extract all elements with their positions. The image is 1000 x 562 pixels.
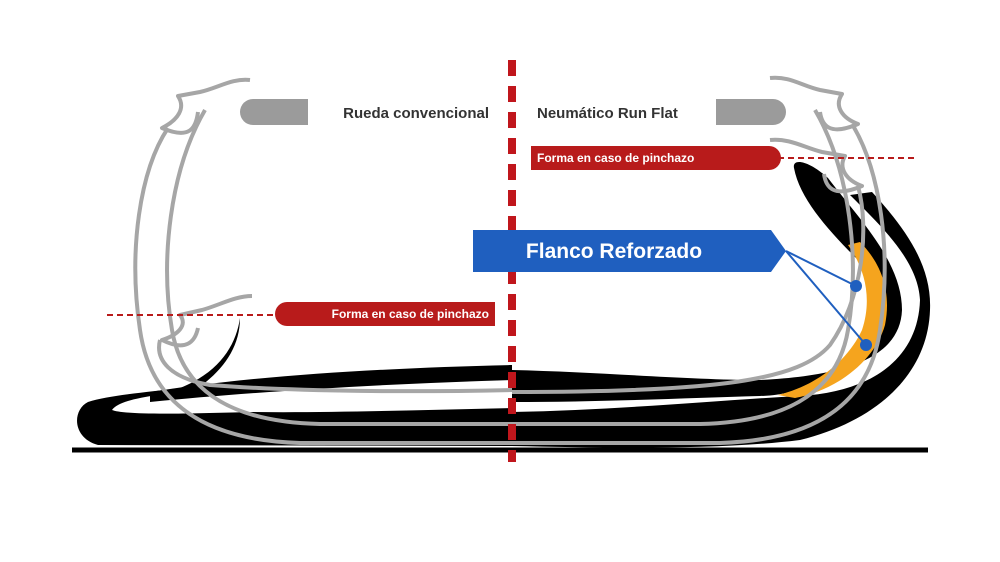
label-flat-left-square <box>475 302 495 326</box>
right-flat-tire-outline <box>511 185 866 394</box>
label-flat-right-square <box>531 146 551 170</box>
label-flat-left: Forma en caso de pinchazo <box>332 307 489 321</box>
pointer-dot-lower <box>860 339 872 351</box>
label-flat-right: Forma en caso de pinchazo <box>537 151 694 165</box>
left-normal-tire-outer <box>133 126 512 445</box>
right-rim-flange-top <box>769 75 860 132</box>
rim-outlines <box>133 75 887 445</box>
reinforced-sidewall-insert <box>778 242 888 398</box>
right-rim-flange-mid <box>769 137 864 194</box>
label-reinforced-bg <box>473 230 786 272</box>
left-normal-tire-inner <box>165 108 512 426</box>
label-runflat: Neumático Run Flat <box>537 105 678 122</box>
runflat-tire <box>512 162 902 402</box>
conventional-flat-tread <box>150 365 512 402</box>
label-flat-left-bg <box>275 302 495 326</box>
label-conventional-inner <box>308 99 493 125</box>
label-flat-right-bg <box>531 146 781 170</box>
pointer-line-upper <box>785 250 857 287</box>
label-runflat-inner <box>531 99 716 125</box>
conventional-flat-tire <box>77 318 512 446</box>
pointer-dot-upper <box>850 280 862 292</box>
pointer-line-lower <box>785 250 867 346</box>
label-conventional: Rueda convencional <box>343 105 489 122</box>
right-normal-tire-inner <box>512 108 855 426</box>
label-reinforced: Flanco Reforzado <box>526 240 702 263</box>
left-flat-tire-outline <box>157 339 513 394</box>
left-rim-flange-top <box>160 77 251 135</box>
left-rim-flange-bottom <box>160 294 253 348</box>
right-normal-tire-outer <box>512 122 887 445</box>
